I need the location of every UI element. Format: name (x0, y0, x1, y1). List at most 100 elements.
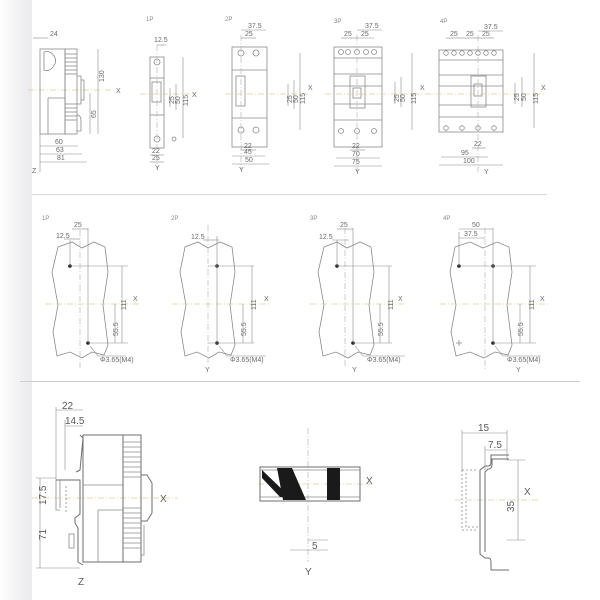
din-mount-side-view: 22 14.5 17.5 71 X Z (32, 401, 178, 588)
svg-text:37.5: 37.5 (464, 231, 478, 238)
svg-text:115: 115 (183, 95, 190, 106)
svg-text:25: 25 (340, 222, 348, 229)
svg-text:50: 50 (175, 96, 182, 104)
svg-text:25: 25 (245, 31, 253, 38)
svg-text:2P: 2P (225, 17, 232, 23)
front-view-1p: 1P 12.5 25 50 115 X 22 25 Y (140, 17, 197, 172)
svg-text:17.5: 17.5 (38, 485, 49, 505)
svg-text:60: 60 (55, 139, 63, 146)
svg-text:7.5: 7.5 (488, 440, 502, 451)
svg-text:25: 25 (514, 93, 521, 101)
svg-text:50: 50 (400, 94, 407, 102)
svg-text:35: 35 (506, 500, 517, 512)
svg-text:Y: Y (516, 367, 521, 374)
cutout-4p: 4P 50 37.5 111 55.5 X Φ3.65(M4) Y (440, 216, 548, 374)
svg-text:25: 25 (450, 31, 458, 38)
svg-text:Y: Y (205, 367, 210, 374)
svg-text:4P: 4P (443, 216, 450, 222)
svg-text:50: 50 (293, 95, 300, 103)
svg-text:25: 25 (466, 31, 474, 38)
svg-text:22: 22 (152, 148, 160, 155)
svg-text:X: X (398, 296, 403, 303)
svg-text:55.5: 55.5 (378, 322, 385, 336)
svg-text:25: 25 (344, 31, 352, 38)
svg-text:25: 25 (152, 155, 160, 162)
svg-text:Φ3.65(M4): Φ3.65(M4) (230, 357, 264, 364)
svg-text:X: X (160, 494, 167, 505)
front-view-2p: 2P 37.5 25 25 50 115 X 22 45 50 Y (225, 17, 313, 174)
svg-text:Y: Y (155, 165, 160, 172)
svg-text:X: X (420, 85, 425, 92)
svg-text:95: 95 (461, 150, 469, 157)
svg-text:12.5: 12.5 (154, 37, 168, 44)
svg-text:25: 25 (482, 31, 490, 38)
svg-text:12.5: 12.5 (191, 234, 205, 241)
svg-text:Y: Y (484, 169, 489, 176)
svg-text:25: 25 (361, 31, 369, 38)
svg-text:X: X (116, 88, 121, 95)
svg-text:115: 115 (533, 93, 540, 104)
svg-text:115: 115 (300, 93, 307, 104)
svg-text:50: 50 (472, 222, 480, 229)
svg-text:X: X (366, 476, 373, 487)
svg-text:70: 70 (352, 151, 360, 158)
front-view-3p: 3P 37.5 25 25 25 50 115 X 22 70 75 Y (325, 19, 425, 176)
front-view-4p: 4P 25 25 25 37.5 25 50 115 X 22 95 100 (425, 19, 546, 176)
svg-text:Φ3.65(M4): Φ3.65(M4) (367, 357, 401, 364)
svg-text:100: 100 (463, 158, 475, 165)
svg-text:111: 111 (121, 299, 128, 310)
svg-text:25: 25 (74, 222, 82, 229)
svg-text:65: 65 (91, 110, 98, 118)
svg-text:37.5: 37.5 (365, 23, 379, 30)
cutout-2p: 2P 12.5 111 55.5 X Φ3.65(M4) Y (171, 216, 270, 374)
svg-text:37.5: 37.5 (484, 24, 498, 31)
svg-text:75: 75 (352, 159, 360, 166)
svg-text:3P: 3P (334, 19, 341, 25)
svg-text:4P: 4P (440, 19, 447, 25)
svg-text:Z: Z (78, 577, 84, 588)
svg-text:12.5: 12.5 (56, 233, 70, 240)
svg-text:X: X (308, 85, 313, 92)
svg-text:25: 25 (394, 94, 401, 102)
svg-text:X: X (192, 92, 197, 99)
svg-text:12.5: 12.5 (319, 234, 333, 241)
svg-text:3P: 3P (310, 216, 317, 222)
cutout-3p: 3P 25 12.5 111 55.5 X Φ3.65(M4) Y (310, 216, 405, 374)
svg-text:63: 63 (56, 147, 64, 154)
svg-text:X: X (264, 296, 269, 303)
svg-text:X: X (540, 296, 545, 303)
page-edge-shade (0, 0, 32, 600)
svg-text:Y: Y (352, 367, 357, 374)
svg-text:X: X (524, 487, 531, 498)
svg-text:2P: 2P (171, 216, 178, 222)
svg-text:Y: Y (355, 169, 360, 176)
svg-text:X: X (541, 85, 546, 92)
svg-text:Φ3.65(M4): Φ3.65(M4) (507, 357, 541, 364)
section-divider-2 (20, 381, 580, 382)
svg-text:X: X (133, 296, 138, 303)
handle-view: 5 X Y (258, 428, 373, 578)
svg-text:25: 25 (287, 95, 294, 103)
svg-text:50: 50 (245, 157, 253, 164)
svg-text:22: 22 (474, 141, 482, 148)
din-rail-profile: 15 7.5 35 X (455, 423, 540, 571)
svg-text:130: 130 (99, 70, 106, 82)
svg-text:111: 111 (251, 299, 258, 310)
cutout-1p: 1P 25 12.5 111 55.5 X Φ3.65(M4) (42, 216, 140, 368)
svg-text:45: 45 (244, 149, 252, 156)
svg-text:111: 111 (529, 299, 536, 310)
svg-text:81: 81 (57, 155, 65, 162)
side-view: 24 130 65 X 60 63 81 Z (28, 31, 121, 175)
svg-text:1P: 1P (146, 17, 153, 23)
svg-text:1P: 1P (42, 216, 49, 222)
svg-text:Y: Y (305, 567, 312, 578)
svg-text:111: 111 (388, 299, 395, 310)
svg-text:22: 22 (62, 401, 74, 412)
svg-text:37.5: 37.5 (248, 23, 262, 30)
svg-text:50: 50 (521, 93, 528, 101)
svg-text:5: 5 (312, 541, 318, 552)
svg-text:55.5: 55.5 (241, 322, 248, 336)
svg-text:Z: Z (32, 168, 37, 175)
svg-text:Y: Y (239, 167, 244, 174)
